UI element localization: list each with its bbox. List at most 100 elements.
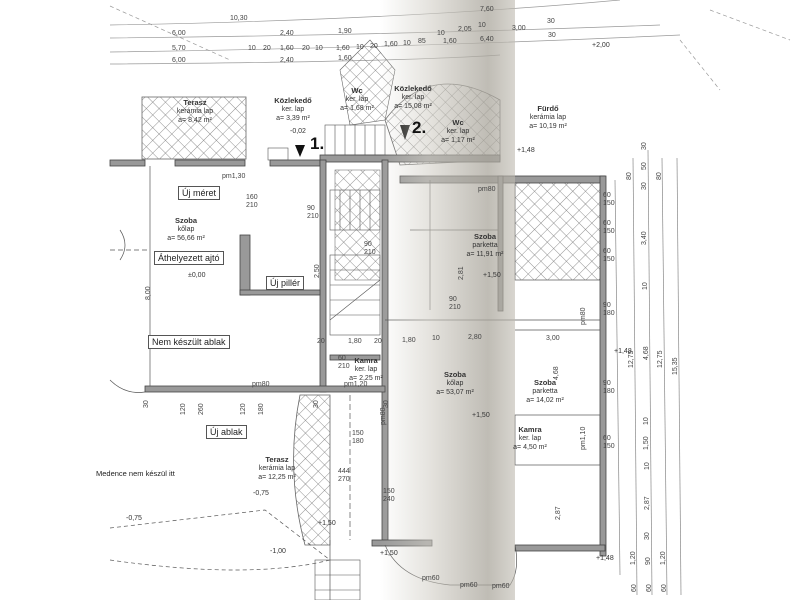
dim: 1,80 bbox=[402, 337, 416, 344]
room-floor: ker. lap bbox=[345, 96, 369, 103]
dim: 260 bbox=[198, 403, 205, 415]
dim: 50 bbox=[641, 162, 648, 170]
dim: 90 bbox=[645, 557, 652, 565]
dim: 6,00 bbox=[172, 30, 186, 37]
dim: 10 bbox=[315, 45, 323, 52]
parapet-mark: pm1,10 bbox=[580, 426, 587, 450]
parapet-mark: pm80 bbox=[380, 407, 387, 425]
room-name: Közlekedő bbox=[394, 84, 432, 93]
dim: 2,87 bbox=[644, 496, 651, 510]
callout-new-size: Új méret bbox=[178, 186, 221, 200]
height: 150 bbox=[603, 256, 615, 263]
dim: 3,00 bbox=[546, 335, 560, 342]
dim: 2,80 bbox=[468, 334, 482, 341]
dim: 80 bbox=[656, 172, 663, 180]
height: 180 bbox=[603, 310, 615, 317]
room-area: a= 2,25 m² bbox=[349, 375, 383, 382]
room-area: a= 53,07 m² bbox=[436, 389, 474, 396]
dim: 30 bbox=[644, 532, 651, 540]
dim: 10 bbox=[644, 462, 651, 470]
height: 180 bbox=[352, 438, 364, 445]
height: 150 bbox=[603, 443, 615, 450]
level-mark: +2,00 bbox=[592, 42, 610, 49]
dim: 85 bbox=[418, 38, 426, 45]
dim: 10 bbox=[248, 45, 256, 52]
room-floor: kőlap bbox=[446, 380, 464, 387]
parapet-mark: pm60 bbox=[492, 583, 510, 590]
dim: 6,00 bbox=[172, 57, 186, 64]
section-marker-2: 2. bbox=[412, 118, 427, 137]
dim: 30 bbox=[641, 142, 648, 150]
parapet-mark: pm60 bbox=[422, 575, 440, 582]
height: 210 bbox=[307, 213, 319, 220]
height: 150 bbox=[603, 200, 615, 207]
height: 210 bbox=[246, 202, 258, 209]
width: 60 bbox=[603, 192, 611, 199]
level-mark: +1,50 bbox=[380, 550, 398, 557]
level-mark: -0,02 bbox=[290, 128, 306, 135]
room-name: Kamra bbox=[354, 356, 378, 365]
parapet-mark: pm80 bbox=[478, 186, 496, 193]
dim: 2,81 bbox=[458, 266, 465, 280]
room-area: a= 1,17 m² bbox=[441, 137, 475, 144]
dim: 1,20 bbox=[660, 551, 667, 565]
room-area: a= 10,19 m² bbox=[529, 123, 567, 130]
parapet-mark: pm1,20 bbox=[344, 381, 368, 388]
level-mark: -0,75 bbox=[253, 490, 269, 497]
dim: 1,60 bbox=[384, 41, 398, 48]
width: 90 bbox=[449, 296, 457, 303]
dim: 5,70 bbox=[172, 45, 186, 52]
dim: 10 bbox=[478, 22, 486, 29]
dim: 2,40 bbox=[280, 57, 294, 64]
room-floor: parketta bbox=[532, 388, 558, 395]
level-mark: -1,00 bbox=[270, 548, 286, 555]
room-area: a= 11,91 m² bbox=[466, 251, 504, 258]
room-area: a= 4,50 m² bbox=[513, 444, 547, 451]
section-arrow-1-icon bbox=[295, 145, 305, 157]
room-floor: kerámia lap bbox=[529, 114, 567, 121]
callout-window-not-built: Nem készült ablak bbox=[148, 335, 230, 349]
dim: 60 bbox=[631, 584, 638, 592]
room-area: a= 12,25 m² bbox=[258, 474, 296, 481]
room-floor: ker. lap bbox=[446, 128, 470, 135]
dim: 1,60 bbox=[338, 55, 352, 62]
room-floor: kerámia lap bbox=[258, 465, 296, 472]
width: 160 bbox=[246, 194, 258, 201]
room-name: Szoba bbox=[443, 370, 467, 379]
room-name: Fürdő bbox=[537, 104, 559, 113]
dim: 20 bbox=[370, 43, 378, 50]
dim: 12,75 bbox=[657, 350, 664, 368]
parapet-mark: pm80 bbox=[252, 381, 270, 388]
room-name: Közlekedő bbox=[274, 96, 312, 105]
dim: 10,30 bbox=[230, 15, 248, 22]
dim: 10 bbox=[403, 40, 411, 47]
dim: 30 bbox=[548, 32, 556, 39]
level-mark: +1,50 bbox=[472, 412, 490, 419]
room-name: Wc bbox=[452, 118, 464, 127]
level-mark: ±0,00 bbox=[188, 272, 206, 279]
dim: 1,80 bbox=[348, 338, 362, 345]
dim: 30 bbox=[313, 400, 320, 408]
dim: 30 bbox=[547, 18, 555, 25]
dim: 10 bbox=[437, 30, 445, 37]
width: 60 bbox=[603, 220, 611, 227]
dim: 1,90 bbox=[338, 28, 352, 35]
callout-new-window: Új ablak bbox=[206, 425, 247, 439]
room-floor: ker. lap bbox=[518, 435, 542, 442]
dim: 20 bbox=[317, 338, 325, 345]
callout-moved-door: Áthelyezett ajtó bbox=[154, 251, 224, 265]
width: 60 bbox=[603, 435, 611, 442]
width: 60 bbox=[338, 355, 346, 362]
